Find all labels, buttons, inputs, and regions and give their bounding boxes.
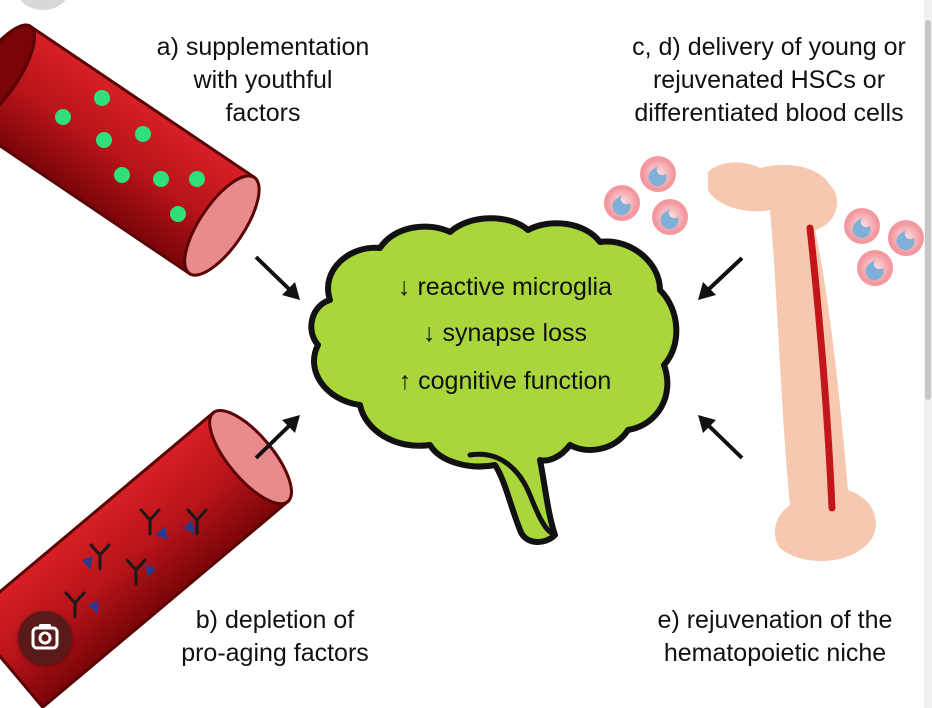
label-cd-line: c, d) delivery of young or — [632, 33, 906, 61]
antibody-icon — [89, 543, 111, 571]
blood-cells — [604, 156, 924, 286]
youthful-factor-dot — [189, 171, 205, 187]
antibody-icon — [125, 558, 147, 586]
brain-icon — [308, 215, 680, 545]
label-a-line: a) supplementation — [156, 33, 370, 61]
youthful-factor-dot — [114, 167, 130, 183]
youthful-factor-dot — [170, 206, 186, 222]
blood-cell-icon — [888, 220, 924, 256]
blood-cell-icon — [844, 208, 880, 244]
youthful-factor-dot — [96, 132, 112, 148]
label-rejuvenation: e) rejuvenation of the hematopoietic nic… — [630, 604, 920, 670]
pro-aging-factors — [82, 520, 195, 614]
label-b-line: b) depletion of — [195, 606, 355, 634]
pro-aging-factor-triangle — [145, 565, 156, 578]
antibody-icon — [64, 591, 86, 619]
brain-effect-cognitive: ↑ cognitive function — [398, 367, 612, 395]
scrollbar-thumb[interactable] — [925, 20, 931, 400]
antibody-icon — [186, 508, 208, 536]
arrow-e-icon — [698, 415, 744, 460]
label-a-line: with youthful — [193, 66, 333, 94]
brain-effect-microglia: ↓ reactive microglia — [398, 273, 612, 301]
scrollbar-track[interactable] — [924, 0, 932, 708]
pro-aging-factor-triangle — [88, 600, 98, 614]
youthful-factor-dot — [153, 171, 169, 187]
label-e-line: e) rejuvenation of the — [657, 606, 893, 634]
blood-cell-icon — [652, 199, 688, 235]
label-cd-line: rejuvenated HSCs or — [652, 66, 886, 94]
marrow-icon — [806, 224, 836, 512]
youthful-factor-dot — [55, 109, 71, 125]
arrow-cd-icon — [698, 256, 744, 300]
antibody-icon — [139, 508, 161, 536]
label-supplementation: a) supplementation with youthful factors — [128, 31, 398, 130]
youthful-factors — [55, 90, 205, 222]
bone-icon — [708, 162, 876, 562]
arrow-b-icon — [254, 415, 300, 460]
corner-avatar-fragment — [18, 0, 68, 10]
label-e-line: hematopoietic niche — [663, 639, 887, 667]
brain-effect-synapse: ↓ synapse loss — [423, 319, 587, 347]
arrows — [254, 255, 744, 460]
pro-aging-factor-triangle — [183, 520, 195, 534]
youthful-factor-dot — [135, 126, 151, 142]
blood-cell-icon — [640, 156, 676, 192]
label-delivery: c, d) delivery of young or rejuvenated H… — [604, 31, 932, 130]
label-b-line: pro-aging factors — [181, 639, 369, 667]
blood-cell-icon — [604, 185, 640, 221]
youthful-factor-dot — [94, 90, 110, 106]
pro-aging-factor-triangle — [82, 556, 93, 570]
camera-lens-button[interactable] — [18, 611, 72, 665]
label-depletion: b) depletion of pro-aging factors — [150, 604, 400, 670]
label-a-line: factors — [225, 99, 301, 127]
label-cd-line: differentiated blood cells — [634, 99, 904, 127]
arrow-a-icon — [254, 255, 300, 300]
camera-lens-icon — [31, 624, 59, 650]
antibodies — [64, 508, 208, 619]
pro-aging-factor-triangle — [155, 526, 168, 540]
blood-cell-icon — [857, 250, 893, 286]
